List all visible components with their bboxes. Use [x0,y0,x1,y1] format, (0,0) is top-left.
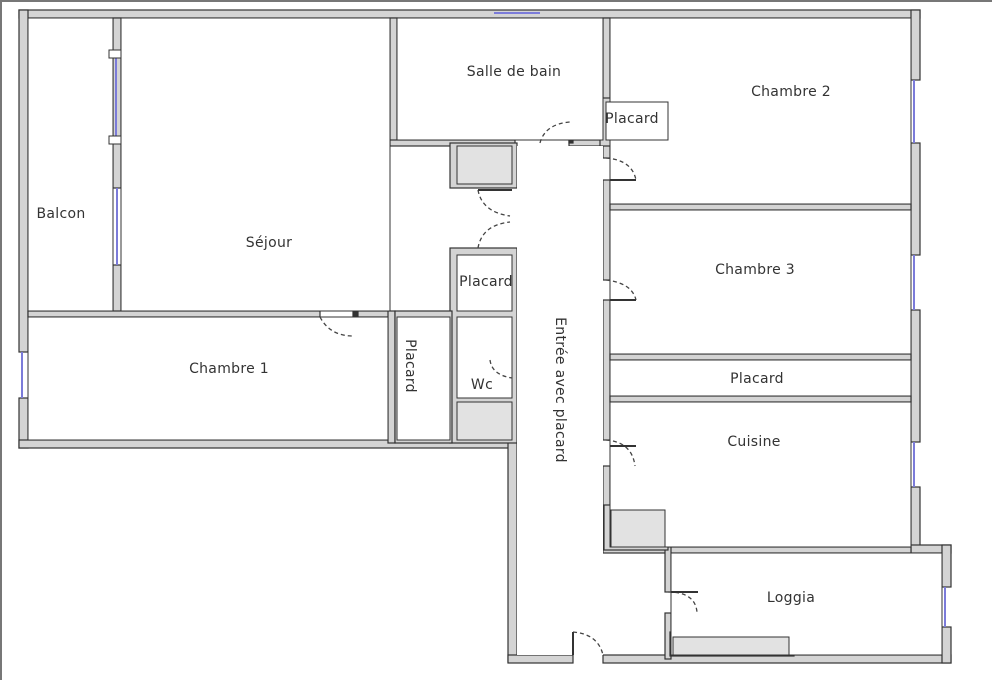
wall-bottom-entry-left [507,654,574,664]
wall-sejour-ch1 [27,310,321,318]
room-label-chambre-1: Chambre 1 [189,361,269,377]
shaft-cuisine [610,509,666,548]
wall-balcon-sejour-low [112,264,122,314]
room-label-wc: Wc [470,377,494,393]
wall-ch3-placard [609,353,912,361]
wall-ch2-ch3 [609,203,912,211]
door-arc-ch3 [605,279,637,301]
room-label-sejour: Séjour [245,235,293,251]
wall-ch1-placard [387,310,396,444]
door-arc-sdb [539,121,571,144]
window-hinge-top [108,49,122,59]
room-label-placard-right: Placard [730,371,784,387]
room-placard-sdb [605,101,669,141]
room-sejour [120,17,391,312]
room-entree [517,146,603,655]
wall-corridor-left [507,439,518,663]
room-salle-de-bain [396,17,604,141]
room-label-placard-hall: Placard [459,274,513,290]
shaft-top [456,145,513,185]
wall-loggia-right-1 [941,544,952,588]
shaft-wc [456,401,513,441]
window-hinge-bottom [108,135,122,145]
room-placard-right [609,359,912,397]
door-arc-entry [572,631,604,656]
room-label-loggia: Loggia [766,590,816,606]
door-arc-hall-2 [477,221,511,249]
room-label-chambre-2: Chambre 2 [751,84,831,100]
door-arc-wc [489,359,513,379]
room-label-placard-sdb: Placard [605,111,659,127]
wall-right-4 [910,486,921,554]
wall-placard-cuisine [609,395,912,403]
room-label-salle-de-bain: Salle de bain [466,64,562,80]
wall-right-2 [910,142,921,256]
room-label-cuisine: Cuisine [727,434,781,450]
room-wc [456,316,513,399]
room-chambre-3 [609,209,912,355]
room-label-chambre-3: Chambre 3 [715,262,795,278]
room-label-balcon: Balcon [36,206,86,222]
room-placard-ch1 [396,316,451,441]
wall-loggia-left-1 [664,546,672,593]
wall-left-upper [18,9,29,353]
wall-sdb-left [389,17,398,144]
room-label-entree: Entrée avec placard [552,317,568,463]
door-arc-ch1 [319,316,354,337]
room-placard-hall [456,254,513,312]
room-chambre-1 [27,316,389,441]
wall-right-3 [910,309,921,443]
wall-loggia-right-2 [941,626,952,664]
wall-ch1-right-top [354,310,391,318]
wall-top [18,9,921,19]
door-arc-cuisine [605,439,636,467]
door-arc-ch2 [605,157,637,181]
door-arc-hall-1 [477,189,511,217]
wall-corridor-right-3 [602,299,611,441]
wall-corridor-right-2 [602,179,611,281]
wall-right-1 [910,9,921,81]
room-balcon [27,17,114,312]
room-label-placard-ch1: Placard [402,339,418,393]
loggia-bench [672,636,790,656]
